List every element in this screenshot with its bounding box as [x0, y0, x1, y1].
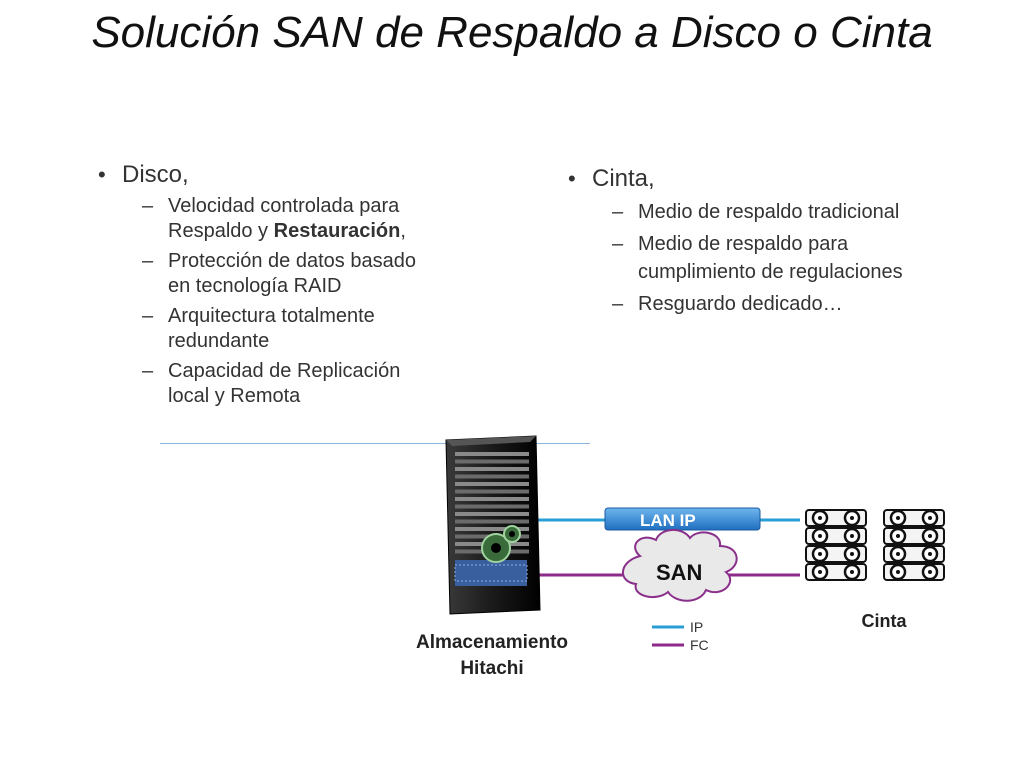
- tape-cartridge-icon: [883, 545, 945, 563]
- rack-slot: [455, 474, 529, 479]
- disk-heading: Disco,: [96, 160, 436, 190]
- tape-cartridge-icon: [805, 509, 867, 527]
- divider-line: [160, 443, 590, 444]
- disk-item-speed-punct: ,: [400, 220, 406, 242]
- gear-icon: [481, 525, 521, 563]
- tape-item-traditional: Medio de respaldo tradicional: [566, 198, 926, 226]
- lan-ip-badge: LAN IP: [604, 507, 761, 531]
- rack-slot: [455, 519, 529, 524]
- tape-item-dedicated: Resguardo dedicado…: [566, 290, 926, 318]
- disk-item-speed: Velocidad controlada para Respaldo y Res…: [96, 194, 436, 244]
- storage-label-line1: Almacenamiento: [416, 632, 568, 653]
- san-label: SAN: [656, 560, 702, 585]
- disk-item-redundant: Arquitectura totalmente redundante: [96, 304, 436, 354]
- storage-label-line2: Hitachi: [460, 658, 523, 679]
- rack-slot: [455, 497, 529, 501]
- rack-slot: [455, 504, 529, 509]
- rack-slot: [455, 512, 529, 516]
- rack-slot: [455, 467, 529, 471]
- slide-title: Solución SAN de Respaldo a Disco o Cinta: [91, 8, 933, 57]
- rack-slot: [455, 459, 529, 464]
- tape-feature-list: Medio de respaldo tradicional Medio de r…: [566, 198, 926, 318]
- tape-cartridge-icon: [883, 527, 945, 545]
- disk-item-replication: Capacidad de Replicación local y Remota: [96, 359, 436, 409]
- tape-library-icon: [805, 509, 945, 581]
- disk-item-speed-bold: Restauración: [273, 220, 401, 242]
- legend: IP FC: [652, 619, 709, 653]
- rack-slot: [455, 482, 529, 486]
- san-cloud-icon: SAN: [622, 529, 738, 602]
- rack-slot: [455, 527, 529, 531]
- tape-heading: Cinta,: [566, 164, 926, 194]
- tape-cartridge-icon: [805, 545, 867, 563]
- tape-label: Cinta: [862, 611, 908, 631]
- disk-item-speed-text: Velocidad controlada para Respaldo y: [168, 195, 400, 242]
- storage-rack-icon: [445, 435, 541, 615]
- tape-item-regulations: Medio de respaldo para cumplimiento de r…: [566, 230, 926, 286]
- disk-feature-list: Velocidad controlada para Respaldo y Res…: [96, 194, 436, 409]
- legend-fc-label: FC: [690, 637, 709, 653]
- disk-column: Disco, Velocidad controlada para Respald…: [96, 160, 436, 414]
- lan-ip-label: LAN IP: [640, 511, 696, 530]
- tape-cartridge-icon: [805, 563, 867, 581]
- tape-column: Cinta, Medio de respaldo tradicional Med…: [566, 164, 926, 322]
- disk-item-raid: Protección de datos basado en tecnología…: [96, 249, 436, 299]
- rack-slot: [455, 489, 529, 494]
- rack-slot: [455, 452, 529, 456]
- tape-cartridge-icon: [883, 563, 945, 581]
- tape-cartridge-icon: [805, 527, 867, 545]
- legend-ip-label: IP: [690, 619, 703, 635]
- tape-cartridge-icon: [883, 509, 945, 527]
